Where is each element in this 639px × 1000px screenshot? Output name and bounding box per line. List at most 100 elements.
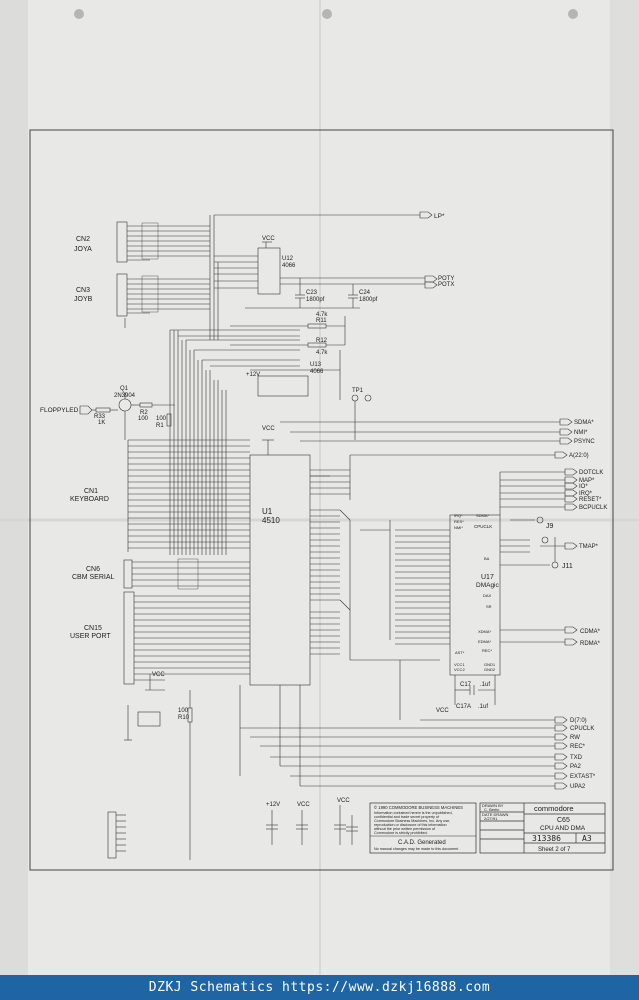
signal-rdma: RDMA* xyxy=(580,641,601,647)
q1-part: 2N3904 xyxy=(114,393,136,399)
u17-pin-ba: BA xyxy=(484,556,490,561)
tb-sheet: Sheet 2 of 7 xyxy=(538,847,571,853)
p12v-label: +12V xyxy=(246,372,260,378)
footer-text: DZKJ Schematics https://www.dzkj16888.co… xyxy=(148,980,491,995)
u17-pin-gnd1: GND1 xyxy=(484,662,496,667)
cn2-ref: CN2 xyxy=(76,236,90,243)
u17-ref: U17 xyxy=(481,574,494,581)
signal-txd: TXD xyxy=(570,755,583,761)
u12-ref: U12 xyxy=(282,256,294,262)
vcc-label-u1: VCC xyxy=(262,426,275,432)
r10-value: 100 xyxy=(178,708,189,714)
footer-watermark-bar: DZKJ Schematics https://www.dzkj16888.co… xyxy=(0,975,639,1000)
r1-ref: R1 xyxy=(156,423,164,429)
vcc-label-bypass2: VCC xyxy=(337,798,350,804)
title-block xyxy=(479,802,606,854)
u17-pin-rec: REC* xyxy=(482,648,492,653)
notice-line2: Information contained herein is the unpu… xyxy=(374,811,453,815)
tb-drawn: C. Berlin xyxy=(484,807,499,812)
schematic-sheet: CN2 JOYA CN3 JOYB LP* VCC U12 4066 POTY … xyxy=(0,0,639,975)
binder-hole xyxy=(322,9,332,19)
cn3-ref: CN3 xyxy=(76,287,90,294)
q1-ref: Q1 xyxy=(120,386,129,392)
tb-title2: CPU AND DMA xyxy=(540,825,586,832)
u17-pin-gnd2: GND2 xyxy=(484,667,496,672)
notice-cad: C.A.D. Generated xyxy=(398,840,446,846)
cn2-connector-body xyxy=(116,221,128,263)
u12-part: 4066 xyxy=(282,263,296,269)
cn15-name: USER PORT xyxy=(70,633,111,640)
tb-drawn-label: DRAWN BY xyxy=(482,803,504,808)
vcc-label-user: VCC xyxy=(152,672,165,678)
notice-box xyxy=(369,802,477,854)
u17-pin-irq: IRQ* xyxy=(454,513,463,518)
u17-pin-sr: SR xyxy=(486,604,492,609)
signal-bcpuclk: BCPUCLK xyxy=(579,505,607,511)
vcc-label: VCC xyxy=(262,236,275,242)
signal-floppyled: FLOPPYLED xyxy=(40,407,79,414)
u17-pin-ast: AST* xyxy=(455,650,465,655)
signal-poty: POTY xyxy=(438,276,454,282)
signal-dotclk: DOTCLK xyxy=(579,470,603,476)
signal-pa2: PA2 xyxy=(570,764,582,770)
notice-line4: Commodore Business Machines, Inc. Any us… xyxy=(374,819,450,823)
cn6-ref: CN6 xyxy=(86,566,100,573)
cn15-ref: CN15 xyxy=(84,625,102,632)
signal-irq: IRQ* xyxy=(579,491,593,497)
binder-hole xyxy=(74,9,84,19)
c24-value: 1800pf xyxy=(359,297,378,303)
signal-rw: RW xyxy=(570,735,580,741)
c17a-value: .1uf xyxy=(478,704,488,710)
binder-hole xyxy=(568,9,578,19)
u17-pin-edma: EDMA* xyxy=(478,639,492,644)
u17-part: DMAgic xyxy=(476,582,500,589)
r2-ref: R2 xyxy=(140,410,148,416)
r33-value: 1K xyxy=(98,420,105,426)
u17-pin-xdma: XDMA* xyxy=(478,629,492,634)
signal-rec: REC* xyxy=(570,744,586,750)
drawing-border xyxy=(29,129,614,871)
vcc-label-bypass1: VCC xyxy=(297,802,310,808)
u17-pin-cpuclk: CPUCLK xyxy=(474,524,492,529)
signal-sdma: SDMA* xyxy=(574,420,594,426)
u13-part: 4066 xyxy=(310,369,324,375)
notice-line1: © 1990 COMMODORE BUSINESS MACHINES xyxy=(374,805,463,810)
cn2-name: JOYA xyxy=(74,246,92,253)
u17-pin-vcc2: VCC2 xyxy=(454,667,465,672)
signal-upa2: UPA2 xyxy=(570,784,586,790)
u17-chip-body xyxy=(449,514,501,676)
signal-tmap: TMAP* xyxy=(579,544,599,550)
u17-pin-res: RES* xyxy=(454,519,464,524)
c24-ref: C24 xyxy=(359,290,371,296)
u13-ref: U13 xyxy=(310,362,322,368)
tp1-ref: TP1 xyxy=(352,388,364,394)
r12-ref: R12 xyxy=(316,338,328,344)
notice-line5: reproduction or disclosure of this infor… xyxy=(374,823,447,827)
tb-date: 2/27/91 xyxy=(484,816,498,821)
p12v-label-bypass: +12V xyxy=(266,802,280,808)
signal-data: D(7:0) xyxy=(570,718,587,724)
r11-ref: R11 xyxy=(316,318,327,324)
cn3-connector-body xyxy=(116,273,128,317)
u12-chip-body xyxy=(257,247,281,295)
cn6-name: CBM SERIAL xyxy=(72,574,115,581)
signal-cdma: CDMA* xyxy=(580,629,601,635)
tb-title1: C65 xyxy=(557,817,570,824)
j11-ref: J11 xyxy=(562,563,573,570)
u1-part: 4510 xyxy=(262,516,280,525)
c23-ref: C23 xyxy=(306,290,318,296)
cn1-ref: CN1 xyxy=(84,488,98,495)
j9-ref: J9 xyxy=(546,523,554,530)
signal-potx: POTX xyxy=(438,282,454,288)
signal-psync: PSYNC xyxy=(574,439,595,445)
r2-value: 100 xyxy=(138,416,149,422)
u1-ref: U1 xyxy=(262,507,273,516)
tb-date-label: DATE DRAWN xyxy=(482,812,509,817)
notice-line6: without the prior written permission of xyxy=(374,827,436,831)
c17a-ref: C17A xyxy=(456,704,471,710)
signal-io: IO* xyxy=(579,484,588,490)
notice-line7: Commodore is strictly prohibited. xyxy=(374,831,428,835)
cn1-name: KEYBOARD xyxy=(70,496,109,503)
u13-chip-body xyxy=(257,375,309,397)
notice-manual: No manual changes may be made to this do… xyxy=(374,847,458,851)
